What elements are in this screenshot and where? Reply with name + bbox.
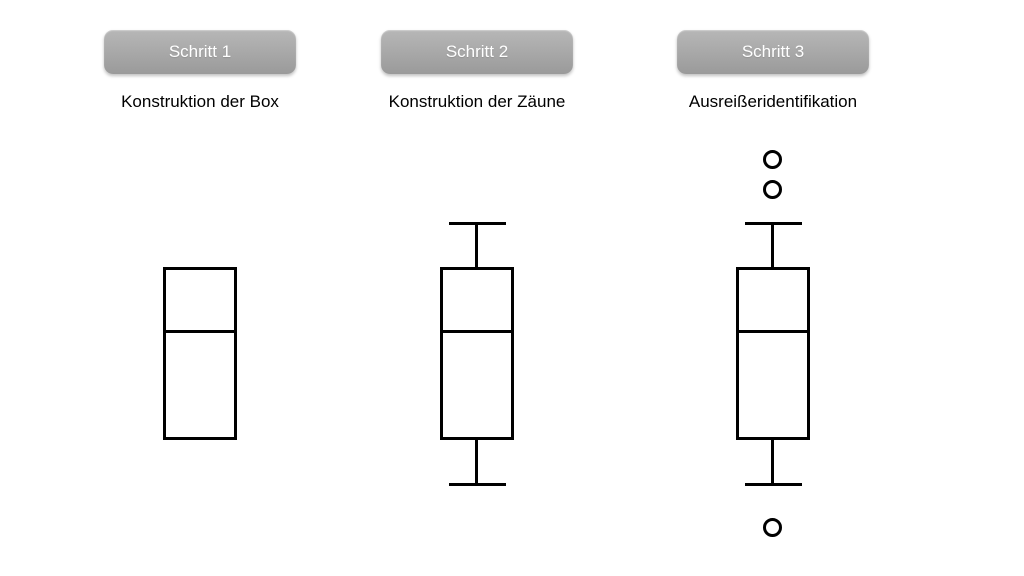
step-3-button[interactable]: Schritt 3: [677, 30, 869, 74]
lower-whisker-line: [475, 440, 478, 484]
median-line: [440, 330, 514, 333]
step-2-button[interactable]: Schritt 2: [381, 30, 573, 74]
median-line: [736, 330, 810, 333]
upper-whisker-line: [475, 224, 478, 267]
step-1-boxplot: [104, 0, 296, 576]
lower-whisker-line: [771, 440, 774, 484]
step-3-caption: Ausreißeridentifikation: [688, 92, 858, 111]
lower-whisker-cap: [449, 483, 506, 486]
step-1-button[interactable]: Schritt 1: [104, 30, 296, 74]
outlier-circle: [763, 518, 782, 537]
step-2-caption: Konstruktion der Zäune: [388, 92, 566, 111]
step-3-boxplot: [677, 0, 869, 576]
median-line: [163, 330, 237, 333]
outlier-circle: [763, 180, 782, 199]
step-1-column: Schritt 1 Konstruktion der Box: [104, 0, 296, 576]
upper-whisker-cap: [449, 222, 506, 225]
step-2-column: Schritt 2 Konstruktion der Zäune: [381, 0, 573, 576]
step-1-caption: Konstruktion der Box: [121, 92, 279, 111]
box-rect: [163, 267, 237, 440]
lower-whisker-cap: [745, 483, 802, 486]
outlier-circle: [763, 150, 782, 169]
step-2-boxplot: [381, 0, 573, 576]
upper-whisker-cap: [745, 222, 802, 225]
step-3-column: Schritt 3 Ausreißeridentifikation: [677, 0, 869, 576]
upper-whisker-line: [771, 224, 774, 267]
box-rect: [736, 267, 810, 440]
box-rect: [440, 267, 514, 440]
